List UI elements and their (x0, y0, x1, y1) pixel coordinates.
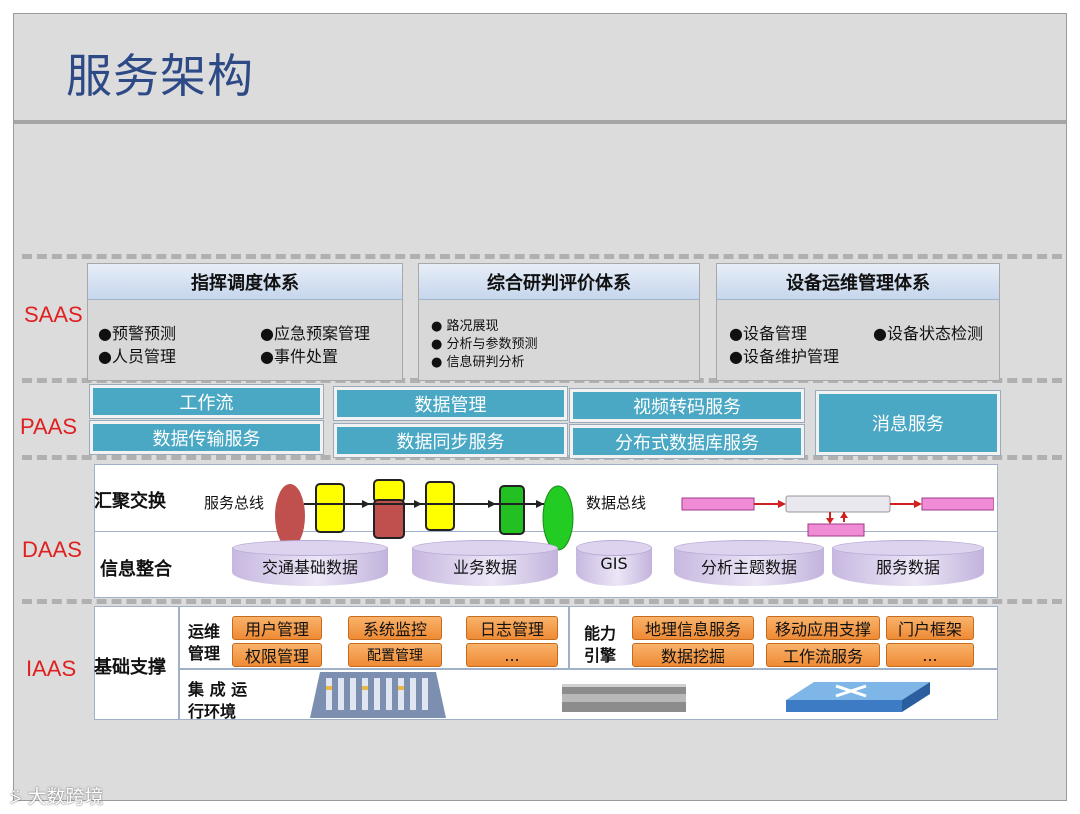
server-rack-icon (310, 672, 446, 718)
ops-log-management: 日志管理 (466, 616, 558, 640)
network-switch-icon (786, 676, 930, 716)
bus-node-red (374, 500, 404, 538)
engine-mobile-support: 移动应用支撑 (766, 616, 880, 640)
engine-label-1: 能力 (584, 620, 616, 644)
data-bus-target (922, 498, 994, 510)
system-item: ● 路况展现 (431, 315, 498, 334)
store-label: 分析主题数据 (674, 554, 824, 578)
title-bar: 服务架构 (14, 14, 1066, 120)
paas-message-service: 消息服务 (816, 391, 1000, 455)
paas-data-sync: 数据同步服务 (334, 424, 567, 457)
layer-divider-daas-iaas (22, 599, 1062, 604)
ops-label-1: 运维 (188, 618, 220, 642)
daas-exchange-label: 汇聚交换 (94, 487, 166, 513)
system-item: ●应急预案管理 (260, 320, 370, 344)
store-label: 服务数据 (832, 554, 984, 578)
title-divider (14, 120, 1066, 124)
iaas-divider (178, 606, 180, 720)
system-item: ● 分析与参数预测 (431, 333, 537, 352)
store-traffic-basic: 交通基础数据 (232, 540, 388, 586)
bus-node-yellow-top (374, 480, 404, 502)
ops-permission-management: 权限管理 (232, 643, 322, 667)
ops-more: ... (466, 643, 558, 667)
engine-label-2: 引擎 (584, 642, 616, 666)
runtime-label-1: 集 成 运 (188, 676, 247, 700)
ops-config-management: 配置管理 (348, 643, 442, 667)
ops-label-2: 管理 (188, 640, 220, 664)
bus-node-yellow (426, 482, 454, 530)
ops-system-monitor: 系统监控 (348, 616, 442, 640)
watermark-logo-icon: ⍩ (10, 786, 21, 808)
system-item: ●设备维护管理 (729, 343, 839, 367)
store-service-data: 服务数据 (832, 540, 984, 586)
layer-label-saas: SAAS (24, 302, 83, 328)
storage-device-icon (562, 684, 686, 712)
system-item: ● 信息研判分析 (431, 351, 524, 370)
bus-node-green (500, 486, 524, 534)
system-title: 综合研判评价体系 (419, 264, 699, 300)
slide: 服务架构 SAAS PAAS DAAS IAAS 指挥调度体系 ●预警预测 ●应… (13, 13, 1067, 801)
watermark: ⍩ 大数跨境 (10, 782, 103, 809)
store-analysis-topic: 分析主题数据 (674, 540, 824, 586)
engine-portal-framework: 门户框架 (886, 616, 974, 640)
saas-system-evaluation: 综合研判评价体系 ● 路况展现 ● 分析与参数预测 ● 信息研判分析 (418, 263, 700, 381)
data-bus-store (808, 524, 864, 536)
system-item: ●设备管理 (729, 320, 807, 344)
page-title: 服务架构 (66, 40, 254, 106)
bus-node-yellow (316, 484, 344, 532)
system-title: 设备运维管理体系 (717, 264, 999, 300)
store-label: 业务数据 (412, 554, 558, 578)
saas-system-maintenance: 设备运维管理体系 ●设备管理 ●设备状态检测 ●设备维护管理 (716, 263, 1000, 381)
system-item: ●人员管理 (98, 343, 176, 367)
paas-data-transfer: 数据传输服务 (90, 421, 323, 454)
engine-more: ... (886, 643, 974, 667)
store-label: GIS (576, 554, 652, 573)
iaas-col-divider (568, 606, 570, 668)
data-bus-source (682, 498, 754, 510)
paas-workflow: 工作流 (90, 385, 323, 418)
system-item: ●事件处置 (260, 343, 338, 367)
system-item: ●预警预测 (98, 320, 176, 344)
store-label: 交通基础数据 (232, 554, 388, 578)
layer-divider-top (22, 254, 1062, 259)
layer-label-daas: DAAS (22, 537, 82, 563)
daas-integration-label: 信息整合 (100, 555, 172, 581)
system-title: 指挥调度体系 (88, 264, 402, 300)
layer-label-iaas: IAAS (26, 656, 76, 682)
paas-distributed-db: 分布式数据库服务 (570, 425, 804, 458)
data-bus-hub (786, 496, 890, 512)
iaas-label: 基础支撑 (94, 653, 166, 679)
engine-workflow-service: 工作流服务 (766, 643, 880, 667)
service-bus-label: 服务总线 (204, 492, 264, 513)
layer-label-paas: PAAS (20, 414, 77, 440)
runtime-label-2: 行环境 (188, 698, 236, 722)
store-gis: GIS (576, 540, 652, 586)
saas-system-command: 指挥调度体系 ●预警预测 ●应急预案管理 ●人员管理 ●事件处置 (87, 263, 403, 381)
paas-data-management: 数据管理 (334, 387, 567, 420)
iaas-row-divider (178, 668, 998, 670)
engine-gis-service: 地理信息服务 (632, 616, 754, 640)
bus-start-node (275, 484, 305, 548)
system-item: ●设备状态检测 (873, 320, 983, 344)
ops-user-management: 用户管理 (232, 616, 322, 640)
paas-video-transcode: 视频转码服务 (570, 389, 804, 422)
watermark-text: 大数跨境 (27, 786, 103, 808)
store-business: 业务数据 (412, 540, 558, 586)
engine-data-mining: 数据挖掘 (632, 643, 754, 667)
